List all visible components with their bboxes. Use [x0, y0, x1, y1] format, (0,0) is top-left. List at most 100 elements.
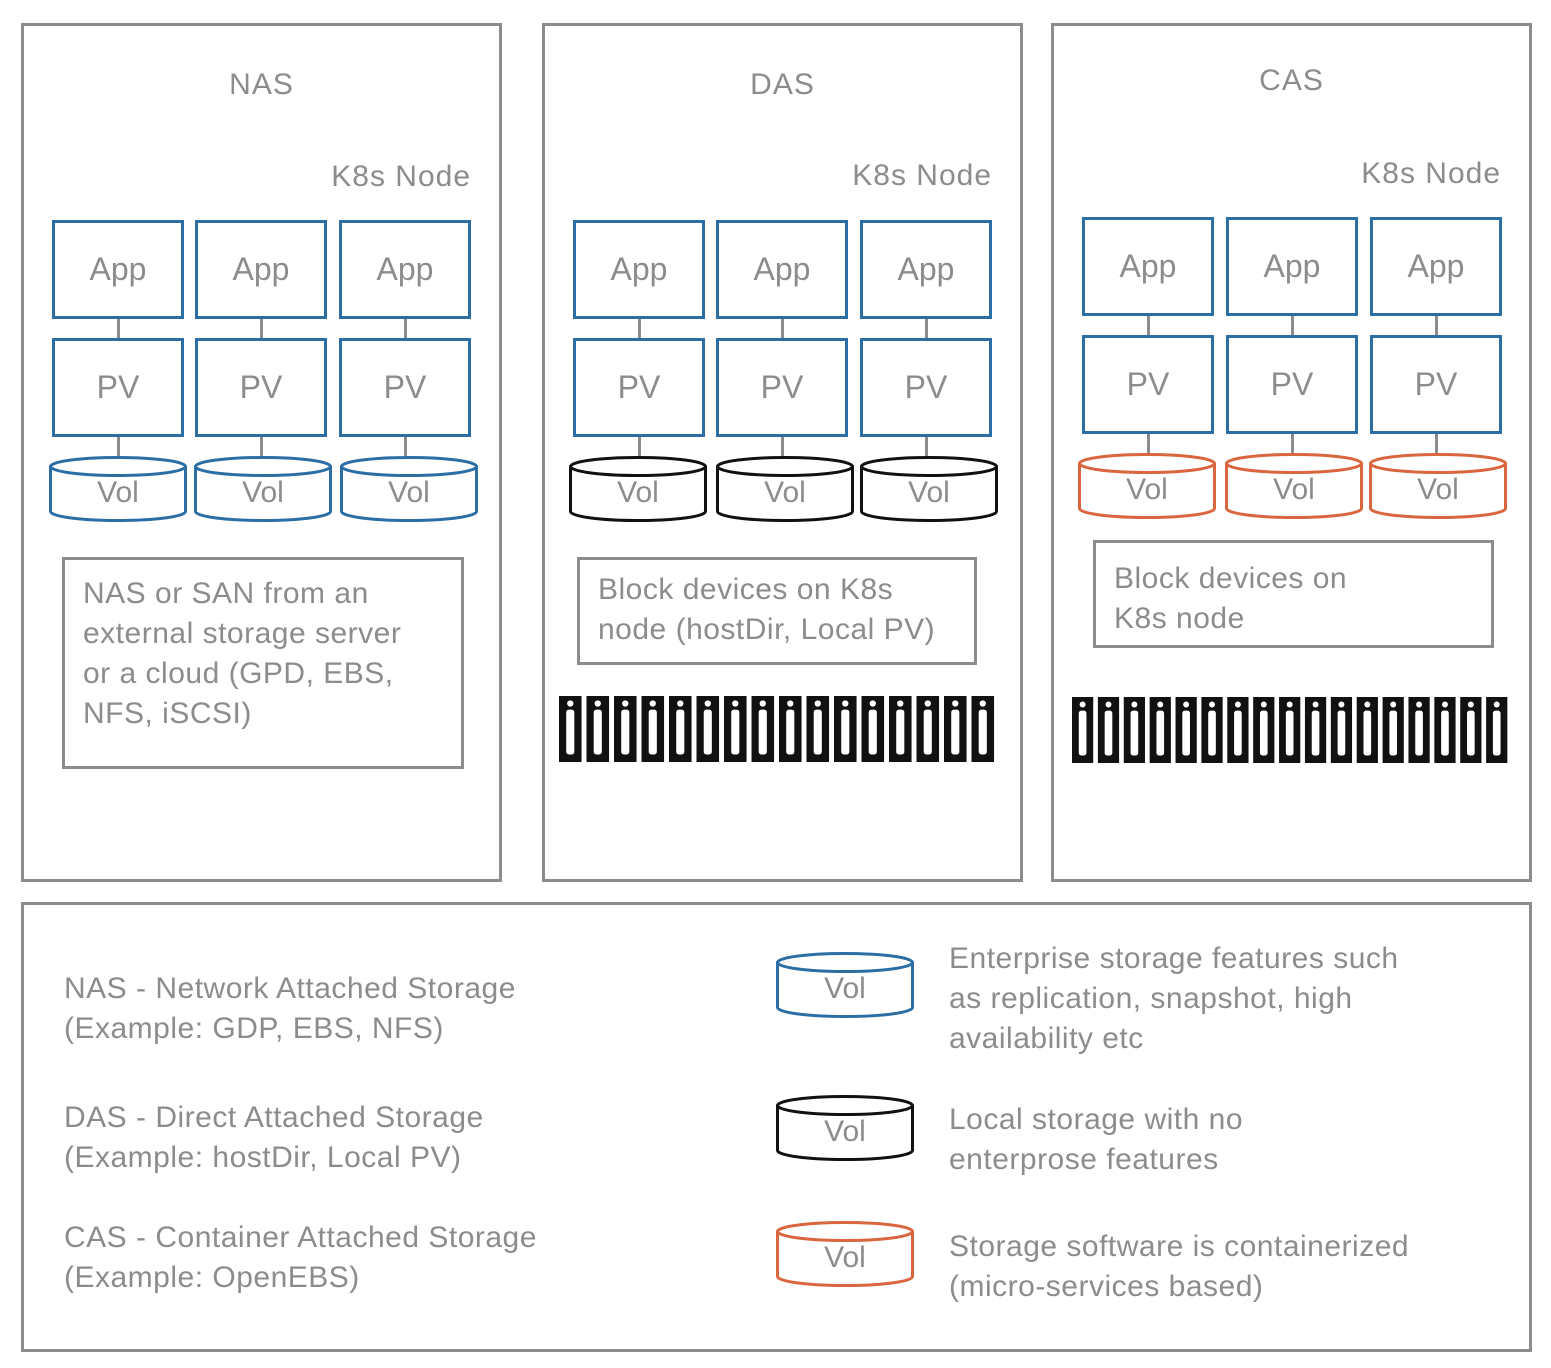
legend-description-line: enterprose features — [949, 1143, 1219, 1176]
app-label: App — [897, 251, 955, 287]
nas-panel: NAS K8s Node App App App PV PV PV Vol Vo… — [21, 23, 502, 882]
description-line: K8s node — [1114, 602, 1245, 635]
connector — [925, 437, 928, 457]
disk-slot-icon — [669, 696, 692, 762]
description-line: Block devices on K8s — [598, 573, 894, 606]
pv-label: PV — [1414, 366, 1458, 402]
description-line: NAS or SAN from an — [83, 577, 369, 610]
connector — [117, 319, 120, 339]
disk-slot-icon — [1356, 697, 1378, 763]
volume-cylinder: Vol — [569, 456, 707, 522]
connector — [638, 319, 641, 339]
vol-label: Vol — [242, 476, 284, 509]
connector — [117, 437, 120, 457]
definition-line: DAS - Direct Attached Storage — [64, 1101, 484, 1134]
legend-description-line: as replication, snapshot, high — [949, 982, 1353, 1015]
app-box: App — [195, 220, 327, 319]
cylinder-outline — [49, 456, 187, 522]
definition-line: NAS - Network Attached Storage — [64, 972, 516, 1005]
pv-label: PV — [617, 369, 661, 405]
disk-slot-icon — [724, 696, 747, 762]
cylinder-outline — [776, 952, 914, 1018]
pv-label: PV — [383, 369, 427, 405]
volume-cylinder: Vol — [860, 456, 998, 522]
storage-description: NAS or SAN from an external storage serv… — [62, 557, 464, 769]
disk-slot-icon — [1382, 697, 1404, 763]
disk-slot-icon — [1123, 697, 1145, 763]
volume-cylinder: Vol — [1078, 453, 1216, 519]
pv-box: PV — [339, 338, 471, 437]
legend-description-line: availability etc — [949, 1022, 1144, 1055]
pv-label: PV — [1126, 366, 1170, 402]
disk-slot-icon — [751, 696, 775, 762]
app-box: App — [1226, 217, 1358, 316]
connector — [1147, 316, 1150, 336]
connector — [1291, 434, 1294, 454]
disk-slot-icon — [1434, 697, 1456, 763]
vol-label: Vol — [1126, 473, 1168, 506]
legend-description-line: Local storage with no — [949, 1103, 1244, 1136]
definition-line: (Example: OpenEBS) — [64, 1261, 360, 1294]
app-box: App — [860, 220, 992, 319]
panel-title: DAS — [750, 68, 815, 101]
disk-slot-icon — [779, 696, 802, 762]
description-line: Block devices on — [1114, 562, 1348, 595]
vol-label: Vol — [1417, 473, 1459, 506]
cylinder-outline — [1225, 453, 1363, 519]
connector — [781, 437, 784, 457]
app-box: App — [1082, 217, 1214, 316]
disk-slot-icon — [1408, 697, 1430, 763]
panel-title: CAS — [1259, 64, 1324, 97]
legend-description-line: Enterprise storage features such — [949, 942, 1399, 975]
pv-box: PV — [1082, 335, 1214, 434]
app-label: App — [753, 251, 811, 287]
vol-label: Vol — [824, 1115, 866, 1148]
legend-description-line: (micro-services based) — [949, 1270, 1264, 1303]
cas-panel: CAS K8s Node App App App PV PV PV Vol Vo… — [1051, 23, 1532, 882]
app-box: App — [716, 220, 848, 319]
k8s-node-label: K8s Node — [852, 159, 992, 192]
disk-slot-icon — [1460, 697, 1482, 763]
disk-slot-icon — [1253, 697, 1275, 763]
app-label: App — [89, 251, 147, 287]
k8s-node-label: K8s Node — [1361, 157, 1501, 190]
connector — [925, 319, 928, 339]
disk-slot-icon — [614, 696, 637, 762]
disk-slot-icon — [1097, 697, 1120, 763]
description-line: NFS, iSCSI) — [83, 697, 252, 730]
pv-label: PV — [239, 369, 283, 405]
description-line: or a cloud (GPD, EBS, — [83, 657, 394, 690]
connector — [260, 319, 263, 339]
disk-slot-icon — [641, 696, 665, 762]
vol-label: Vol — [824, 972, 866, 1005]
vol-label: Vol — [908, 476, 950, 509]
legend-volume-cylinder: Vol — [776, 1221, 914, 1287]
connector — [781, 319, 784, 339]
legend-volume-cylinder: Vol — [776, 1095, 914, 1161]
connector — [638, 437, 641, 457]
disk-slot-icon — [1149, 697, 1171, 763]
definition-line: (Example: hostDir, Local PV) — [64, 1141, 462, 1174]
app-label: App — [1119, 248, 1177, 284]
legend-volume-description: Storage software is containerized (micro… — [949, 1227, 1409, 1307]
disk-slot-icon — [861, 696, 885, 762]
vol-label: Vol — [617, 476, 659, 509]
disk-slot-icon — [1279, 697, 1301, 763]
app-label: App — [1263, 248, 1321, 284]
app-label: App — [1407, 248, 1465, 284]
disk-slot-icon — [916, 696, 940, 762]
app-label: App — [232, 251, 290, 287]
pv-box: PV — [1370, 335, 1502, 434]
legend-panel: NAS - Network Attached Storage (Example:… — [21, 902, 1532, 1352]
connector — [404, 319, 407, 339]
disk-slot-icon — [889, 696, 912, 762]
disk-rack-icon — [559, 696, 995, 762]
pv-label: PV — [96, 369, 140, 405]
cylinder-outline — [194, 456, 332, 522]
pv-label: PV — [1270, 366, 1314, 402]
storage-description: Block devices on K8s node — [1093, 540, 1494, 648]
das-panel: DAS K8s Node App App App PV PV PV Vol Vo… — [542, 23, 1023, 882]
cylinder-outline — [716, 456, 854, 522]
connector — [260, 437, 263, 457]
volume-cylinder: Vol — [1225, 453, 1363, 519]
